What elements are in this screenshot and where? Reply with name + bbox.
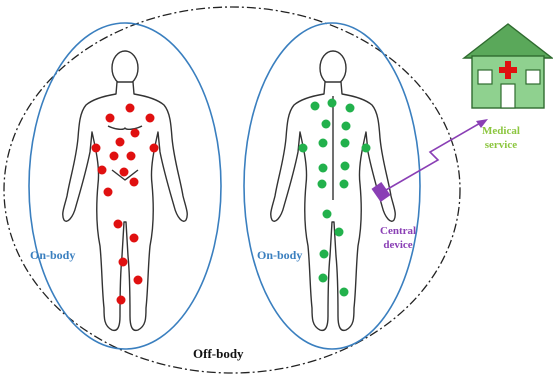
central-device-label-line2: device [380, 238, 416, 252]
sensor-node [299, 144, 308, 153]
sensor-node [319, 164, 328, 173]
sensor-node [130, 178, 139, 187]
sensor-node [114, 220, 123, 229]
sensor-node [328, 99, 337, 108]
medical-service-label-line1: Medical [482, 124, 520, 138]
sensor-node [346, 104, 355, 113]
sensor-node [130, 234, 139, 243]
sensor-node [362, 144, 371, 153]
off-body-label: Off-body [193, 346, 244, 362]
sensor-node [131, 129, 140, 138]
on-body-label-right: On-body [257, 248, 302, 263]
sensor-node [92, 144, 101, 153]
sensor-node [319, 274, 328, 283]
human-figure-front [63, 51, 187, 330]
central-device-label-line1: Central [380, 224, 416, 238]
sensor-node [318, 180, 327, 189]
sensor-node [127, 152, 136, 161]
sensor-node [126, 104, 135, 113]
wireless-link-icon [386, 122, 482, 190]
sensor-node [319, 139, 328, 148]
house-icon [464, 24, 552, 108]
sensor-node [340, 180, 349, 189]
sensor-node [150, 144, 159, 153]
sensor-node [342, 122, 351, 131]
sensor-node [323, 210, 332, 219]
sensor-node [340, 288, 349, 297]
sensor-node [106, 114, 115, 123]
central-device-label: Central device [380, 224, 416, 252]
sensor-node [110, 152, 119, 161]
sensor-node [104, 188, 113, 197]
sensor-node [341, 139, 350, 148]
sensor-node [320, 250, 329, 259]
sensor-node [322, 120, 331, 129]
sensor-node [335, 228, 344, 237]
sensor-node [120, 168, 129, 177]
sensor-node [116, 138, 125, 147]
sensor-node [311, 102, 320, 111]
sensor-node [146, 114, 155, 123]
medical-service-label: Medical service [482, 124, 520, 152]
sensor-node [341, 162, 350, 171]
on-body-label-left: On-body [30, 248, 75, 263]
medical-service-label-line2: service [482, 138, 520, 152]
sensor-node [117, 296, 126, 305]
sensor-node [98, 166, 107, 175]
sensor-node [119, 258, 128, 267]
sensor-node [134, 276, 143, 285]
